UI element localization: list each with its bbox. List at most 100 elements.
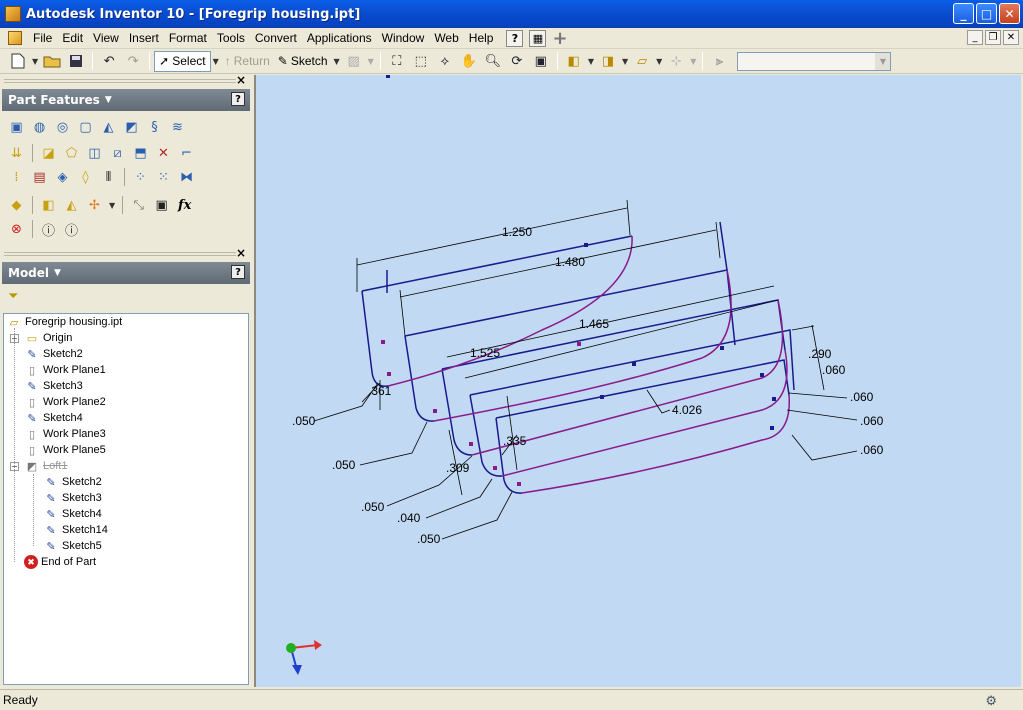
dimension-label[interactable]: 1.525 — [470, 346, 500, 360]
dimension-label[interactable]: .335 — [503, 434, 527, 448]
dimension-label[interactable]: .060 — [822, 363, 846, 377]
menu-edit[interactable]: Edit — [62, 31, 84, 45]
sketch-dropdown-icon[interactable]: ▼ — [333, 56, 340, 66]
sketch-point[interactable] — [381, 340, 385, 344]
plus-icon[interactable]: + — [552, 27, 568, 49]
shell-icon[interactable]: ▢ — [79, 119, 92, 135]
tree-item[interactable]: ✎Sketch5 — [43, 538, 101, 554]
emboss-icon[interactable]: ⁞ — [14, 169, 19, 185]
sketch-point[interactable] — [760, 373, 764, 377]
tree-item[interactable]: ✎Sketch2 — [43, 474, 101, 490]
undo-icon[interactable]: ↶ — [103, 53, 115, 69]
move-face-icon[interactable]: ⬒ — [134, 145, 147, 161]
dimension-label[interactable]: .060 — [860, 414, 884, 428]
stop-icon[interactable]: ⊗ — [11, 221, 22, 237]
camera-icon[interactable]: ◨ — [601, 53, 615, 69]
menu-convert[interactable]: Convert — [254, 31, 297, 45]
panel-help-icon[interactable]: ? — [231, 92, 245, 106]
sketch-point[interactable] — [469, 442, 473, 446]
sketch-point[interactable] — [772, 397, 776, 401]
dimension-label[interactable]: 4.026 — [672, 403, 702, 417]
filter-icon[interactable]: ⏷ — [8, 288, 19, 304]
help-topics-icon[interactable]: ? — [506, 29, 524, 47]
circular-pattern-icon[interactable]: ⁙ — [158, 169, 169, 185]
tree-item[interactable]: ✎Sketch14 — [43, 522, 107, 538]
info-icon[interactable]: ⓘ — [41, 223, 55, 239]
grid-icon[interactable]: ▦ — [529, 29, 547, 47]
tree-item[interactable]: ✎Sketch3 — [43, 490, 101, 506]
section-dropdown-icon[interactable]: ▼ — [690, 56, 697, 66]
new-dropdown-icon[interactable]: ▼ — [32, 56, 39, 66]
zoom-selected-icon[interactable]: 🔍︎ — [484, 53, 502, 69]
select-dropdown-icon[interactable]: ▼ — [212, 56, 219, 66]
zoom-window-icon[interactable]: ⬚ — [414, 53, 427, 69]
sketch-point[interactable] — [577, 342, 581, 346]
parameters-icon[interactable]: fx — [177, 197, 192, 213]
tree-item[interactable]: ◩Loft1 — [24, 458, 68, 474]
tree-item[interactable]: ✎Sketch4 — [24, 410, 82, 426]
profile-5[interactable] — [495, 359, 790, 494]
zoom-icon[interactable]: ⟡ — [440, 53, 450, 69]
update-icon[interactable]: ▨ — [347, 53, 360, 69]
sweep-icon[interactable]: § — [151, 119, 158, 135]
dimension-label[interactable]: .290 — [808, 347, 832, 361]
panel-grip[interactable]: × — [0, 73, 252, 87]
promote-icon[interactable]: ⤡ — [133, 197, 144, 213]
dimension-label[interactable]: .060 — [850, 390, 874, 404]
display-mode-icon[interactable]: ◧ — [567, 53, 580, 69]
camera-dropdown-icon[interactable]: ▼ — [621, 56, 629, 66]
tree-item[interactable]: ▭Origin — [24, 330, 73, 346]
menu-view[interactable]: View — [93, 31, 119, 45]
coil-icon[interactable]: ≋ — [172, 119, 183, 135]
menu-file[interactable]: File — [33, 31, 53, 45]
select-button[interactable]: ➚ Select — [154, 50, 211, 72]
doc-minimize-button[interactable]: _ — [967, 30, 983, 45]
rib-icon[interactable]: ◭ — [103, 119, 114, 135]
loft-rail-5[interactable] — [521, 394, 791, 494]
dimension-label[interactable]: .050 — [332, 458, 356, 472]
style-combo[interactable]: ▼ — [737, 51, 892, 71]
chamfer-icon[interactable]: ⬠ — [65, 145, 78, 161]
dimension-label[interactable]: 1.465 — [579, 317, 609, 331]
sketch-point[interactable] — [584, 243, 588, 247]
maximize-button[interactable]: □ — [976, 3, 997, 24]
new-icon[interactable] — [8, 51, 28, 71]
ground-plane-dropdown-icon[interactable]: ▼ — [656, 56, 663, 66]
loft-rail-3[interactable] — [471, 299, 784, 456]
derived-icon[interactable]: ◈ — [57, 169, 68, 185]
sketch-point[interactable] — [386, 75, 390, 78]
dimension-label[interactable]: 1.480 — [555, 255, 585, 269]
sketch-point[interactable] — [600, 395, 604, 399]
dimension-label[interactable]: .309 — [446, 461, 470, 475]
dimension-label[interactable]: .040 — [397, 511, 421, 525]
create-ipart-icon[interactable]: ⓘ — [64, 223, 78, 239]
thread-icon[interactable]: ⇊ — [11, 145, 22, 161]
loft-rail-2[interactable] — [433, 269, 732, 422]
close-button[interactable]: ✕ — [999, 3, 1020, 24]
update-dropdown-icon[interactable]: ▼ — [367, 56, 374, 66]
grill-icon[interactable]: ⦀ — [105, 169, 112, 185]
design-assistant-icon[interactable]: ⫸ — [715, 53, 724, 69]
sketch-point[interactable] — [720, 346, 724, 350]
loft-rail-4[interactable] — [501, 349, 788, 477]
dimension-label[interactable]: .050 — [292, 414, 316, 428]
fillet-icon[interactable]: ◪ — [42, 145, 55, 161]
model-panel-close-icon[interactable]: × — [235, 246, 246, 260]
ucs-icon[interactable]: ✢ — [89, 197, 100, 213]
dimension-label[interactable]: 1.250 — [502, 225, 532, 239]
work-plane-icon[interactable]: ◆ — [11, 197, 22, 213]
model-dropdown-icon[interactable]: ▼ — [54, 268, 61, 278]
profile-ext[interactable] — [719, 221, 728, 271]
tree-item[interactable]: ▯Work Plane1 — [24, 362, 106, 378]
delete-face-icon[interactable]: ✕ — [158, 145, 169, 161]
sketch-point[interactable] — [493, 466, 497, 470]
save-icon[interactable] — [66, 51, 86, 71]
tree-item[interactable]: ▯Work Plane2 — [24, 394, 106, 410]
loft-icon[interactable]: ◩ — [125, 119, 138, 135]
dimension-label[interactable]: .361 — [368, 384, 392, 398]
look-at-icon[interactable]: ▣ — [534, 53, 547, 69]
style-combo-arrow-icon[interactable]: ▼ — [875, 52, 891, 70]
panel-grip[interactable]: × — [0, 246, 252, 260]
sketch-point[interactable] — [632, 362, 636, 366]
doc-close-button[interactable]: ✕ — [1003, 30, 1019, 45]
